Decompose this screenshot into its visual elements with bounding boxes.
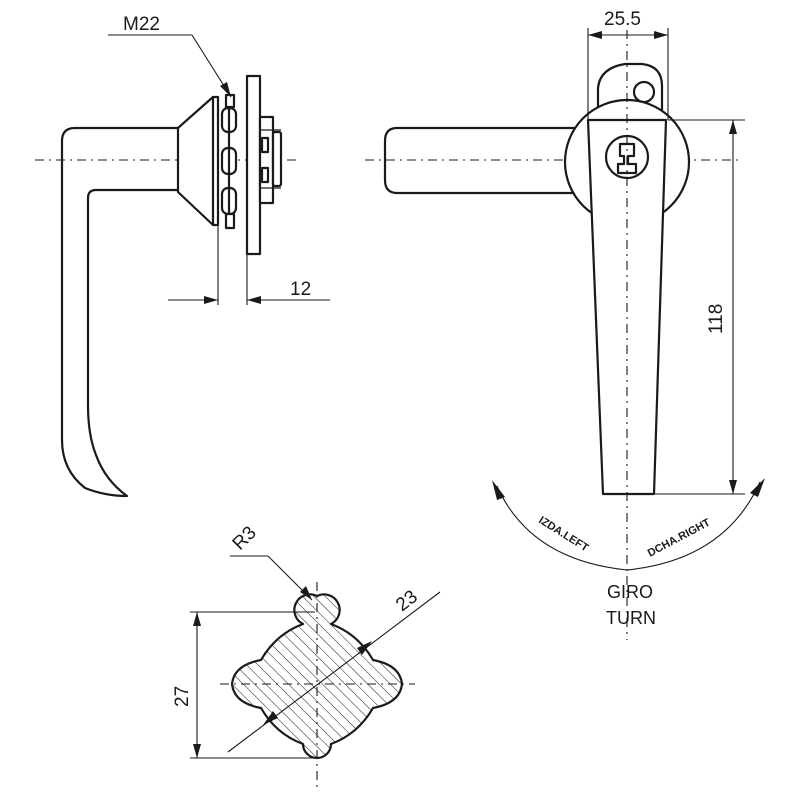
panel-thickness-dim: 12 [168,225,330,305]
lever-length-label: 118 [706,304,727,334]
overall-height-dim: 27 [172,611,315,759]
radius-callout: R3 [229,523,313,601]
lever-width-label: 25.5 [604,9,641,30]
radius-label: R3 [229,523,261,555]
side-nut-stack [220,93,238,230]
rotation-left-label: IZDA.LEFT [536,514,590,554]
turn-es-label: GIRO [607,582,653,602]
ring-tab [596,62,664,114]
side-view: M22 12 [35,14,330,498]
lever-width-dim: 25.5 [587,9,669,120]
overall-height-label: 27 [172,686,193,707]
square-size-label: 23 [392,586,422,616]
side-nut [258,115,283,205]
side-handle [60,126,187,498]
lever-length-dim: 118 [654,119,745,495]
rotation-right-label: DCHA.RIGHT [646,517,713,560]
thread-label: M22 [123,14,160,35]
front-bar [383,126,577,195]
ring-hole [632,80,656,104]
panel-thickness-label: 12 [290,279,311,300]
m22-callout: M22 [108,14,232,98]
rotation-arc: IZDA.LEFT DCHA.RIGHT GIRO TURN [492,478,765,628]
front-view: 25.5 118 IZDA.LEFT DCHA.RIGHT GIRO TURN [365,9,765,640]
side-panel-plate [245,74,262,256]
turn-en-label: TURN [606,608,656,628]
section-view: R3 23 27 [172,523,441,790]
